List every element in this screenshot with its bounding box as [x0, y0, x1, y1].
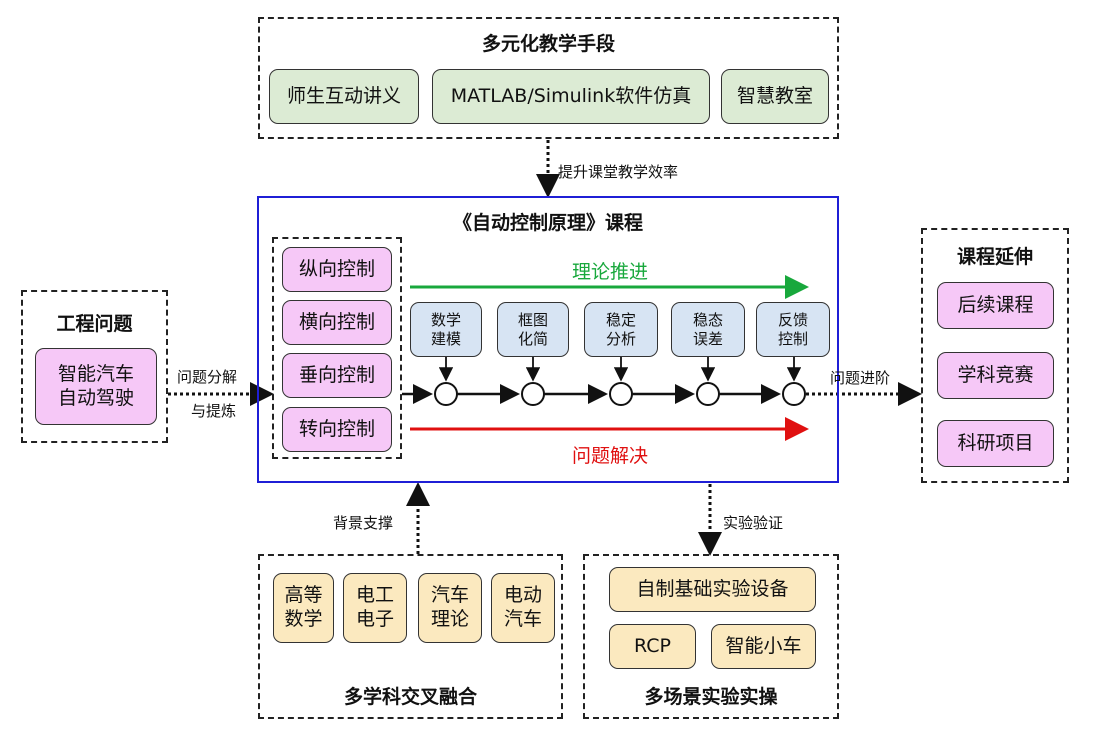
top-arrow-label: 提升课堂教学效率	[558, 163, 679, 181]
experiment-self-made-equipment: 自制基础实验设备	[609, 567, 816, 612]
control-vertical: 垂向控制	[282, 353, 392, 398]
subject-advanced-math: 高等 数学	[273, 573, 334, 643]
experiment-smart-car: 智能小车	[711, 624, 816, 669]
step-block-reduction: 框图 化简	[497, 302, 569, 357]
bottom-left-arrow-label: 背景支撑	[333, 514, 394, 532]
right-arrow-label: 问题进阶	[830, 369, 891, 387]
course-title: 《自动控制原理》课程	[452, 212, 643, 234]
extension-research-projects: 科研项目	[937, 420, 1054, 467]
autonomous-driving-box: 智能汽车 自动驾驶	[35, 348, 157, 425]
theory-label: 理论推进	[572, 261, 649, 283]
left-arrow-label-1: 问题分解	[177, 368, 238, 386]
engineering-problem-title: 工程问题	[56, 313, 133, 335]
extension-follow-up-courses: 后续课程	[937, 282, 1054, 329]
subject-electronics: 电工 电子	[343, 573, 407, 643]
experiment-title: 多场景实验实操	[644, 686, 778, 708]
experiment-group	[583, 554, 839, 719]
subject-automotive-theory: 汽车 理论	[418, 573, 482, 643]
teaching-item-smart-classroom: 智慧教室	[721, 69, 829, 124]
step-stability: 稳定 分析	[584, 302, 658, 357]
summing-node-5	[782, 382, 806, 406]
course-extension-group	[921, 228, 1069, 483]
teaching-methods-group: 多元化教学手段	[258, 17, 839, 139]
step-feedback: 反馈 控制	[756, 302, 830, 357]
control-lateral: 横向控制	[282, 300, 392, 345]
control-steering: 转向控制	[282, 407, 392, 452]
interdisciplinary-group	[258, 554, 563, 719]
teaching-item-simulation: MATLAB/Simulink软件仿真	[432, 69, 710, 124]
left-arrow-label-2: 与提炼	[191, 402, 237, 420]
course-frame	[257, 196, 839, 483]
extension-competitions: 学科竞赛	[937, 352, 1054, 399]
step-steady-error: 稳态 误差	[671, 302, 745, 357]
interdisciplinary-title: 多学科交叉融合	[343, 686, 477, 708]
course-extension-title: 课程延伸	[956, 246, 1033, 268]
teaching-item-handout: 师生互动讲义	[269, 69, 419, 124]
problem-label: 问题解决	[572, 445, 649, 467]
experiment-rcp: RCP	[609, 624, 696, 669]
step-modeling: 数学 建模	[410, 302, 482, 357]
control-types-group	[272, 237, 402, 459]
teaching-methods-title: 多元化教学手段	[481, 33, 615, 55]
control-longitudinal: 纵向控制	[282, 247, 392, 292]
bottom-right-arrow-label: 实验验证	[723, 514, 784, 532]
engineering-problem-group	[21, 290, 168, 443]
subject-electric-vehicles: 电动 汽车	[491, 573, 555, 643]
